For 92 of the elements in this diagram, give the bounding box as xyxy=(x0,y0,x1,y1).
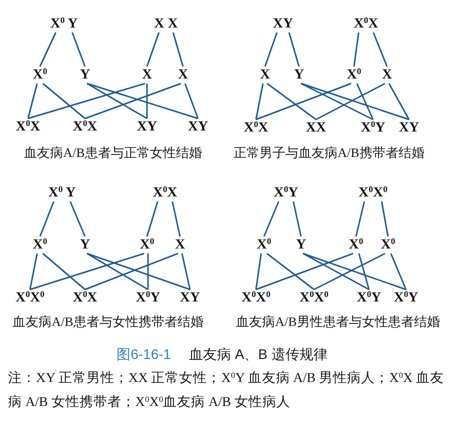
connector-line xyxy=(358,253,370,290)
connector-line xyxy=(288,32,300,67)
connector-line xyxy=(356,83,374,120)
genotype-label: X$^{0}$ xyxy=(140,236,154,254)
genotype-label: Y xyxy=(80,236,90,254)
connector-line xyxy=(300,82,374,120)
genotype-label: X$^{0}$X$^{0}$ xyxy=(358,184,388,202)
connector-line xyxy=(263,201,280,237)
genotype-label: X xyxy=(260,66,270,84)
genotype-label: XY xyxy=(188,118,208,136)
connector-line xyxy=(70,201,86,237)
connector-line xyxy=(184,83,199,119)
connector-line xyxy=(302,252,406,290)
connector-line xyxy=(355,201,366,237)
genotype-label: X$^{0}$Y xyxy=(394,290,418,306)
genotype-label: X$^{0}$Y xyxy=(356,290,382,306)
connector-line xyxy=(84,82,182,120)
connector-line xyxy=(302,252,370,290)
genotype-label: X$^{0}$Y xyxy=(274,184,298,202)
connector-line xyxy=(72,32,86,67)
connector-line xyxy=(39,32,56,67)
panel-caption: 正常男子与血友病A/B携带者结婚 xyxy=(234,144,424,162)
panel-caption: 血友病A/B男性患者与女性患者结婚 xyxy=(236,313,440,331)
genotype-label: XX xyxy=(306,120,326,136)
connector-line xyxy=(146,84,148,118)
genotype-label: XY xyxy=(136,118,158,136)
connector-line xyxy=(172,32,184,67)
connector-line xyxy=(147,254,149,290)
connector-line xyxy=(42,82,86,120)
connector-line xyxy=(266,252,314,290)
genotype-label: X X xyxy=(154,16,178,32)
genotype-label: XY xyxy=(398,120,420,136)
figure-caption: 图6-16-1 血友病 A、B 遗传规律 xyxy=(116,346,328,364)
genotype-label: X$^{0}$Y xyxy=(136,290,160,306)
connector-line xyxy=(390,253,407,290)
panel-caption: 血友病A/B患者与女性携带者结婚 xyxy=(12,313,204,331)
connector-line xyxy=(181,253,191,290)
connector-line xyxy=(372,32,388,67)
genotype-label: X xyxy=(178,66,188,84)
connector-line xyxy=(27,83,38,119)
genotype-label: Y xyxy=(294,66,304,84)
genotype-label: Y xyxy=(80,66,90,84)
genotype-label: X xyxy=(382,66,392,84)
genotype-label: X$^{0}$X xyxy=(16,118,40,136)
connector-line xyxy=(316,82,386,120)
genotype-label: X$^{0}$ xyxy=(348,236,364,254)
genotype-label: X$^{0}$X$^{0}$ xyxy=(16,290,44,306)
connector-line xyxy=(172,201,181,237)
genotype-label: X$^{0}$X xyxy=(72,290,98,306)
genotype-label: X$^{0}$X$^{0}$ xyxy=(242,290,270,306)
genotype-label: X$^{0}$ xyxy=(32,66,48,84)
genotype-label: X$^{0}$ xyxy=(380,236,396,254)
genotype-label: X$^{0}$X xyxy=(152,184,178,202)
genotype-label: X$^{0}$X xyxy=(72,118,98,136)
connector-line xyxy=(264,32,278,67)
genotype-label: XY xyxy=(272,16,294,32)
genotype-label: X$^{0}$Y xyxy=(360,120,386,136)
connector-line xyxy=(146,32,160,67)
connector-line xyxy=(29,253,38,290)
genotype-label: X$^{0}$X xyxy=(354,16,378,32)
connector-line xyxy=(292,201,302,237)
genotype-label: X$^{0}$ xyxy=(32,236,48,254)
genotype-label: X$^{0}$X xyxy=(244,120,268,136)
connector-line xyxy=(39,201,54,237)
connector-line xyxy=(256,82,352,120)
connector-line xyxy=(255,253,262,290)
genotype-label: XY xyxy=(180,290,200,306)
connector-line xyxy=(300,82,410,120)
connector-line xyxy=(255,83,264,120)
connector-line xyxy=(266,82,316,120)
genotype-label: X$^{0}$X$^{0}$ xyxy=(300,290,328,306)
connector-line xyxy=(353,32,360,67)
connector-line xyxy=(146,201,158,237)
panel-caption: 血友病A/B患者与正常女性结婚 xyxy=(24,144,202,162)
genotype-label: X$^{0}$ xyxy=(256,236,272,254)
connector-line xyxy=(28,82,146,120)
genotype-label: X$^{0}$ Y xyxy=(48,184,76,202)
connector-line xyxy=(314,252,386,290)
genotype-label: X$^{0}$ Y xyxy=(50,16,78,32)
connector-line xyxy=(86,252,148,290)
genotype-label: X xyxy=(142,66,152,84)
connector-line xyxy=(86,82,198,120)
connector-line xyxy=(256,252,354,290)
note-text: 注：XY 正常男性；XX 正常女性；X$^{0}$Y 血友病 A/B 男性病人；X$^{0}$X 血友病 A/B 女性携带者；X$^{0}$X$^{0}$血友病 A/B 女性病人 xyxy=(8,369,446,411)
connector-line xyxy=(86,82,148,120)
genotype-label: Y xyxy=(296,236,306,254)
connector-line xyxy=(388,83,410,120)
connector-line xyxy=(42,252,86,290)
connector-line xyxy=(380,201,389,237)
genotype-label: X$^{0}$ xyxy=(346,66,362,84)
connector-line xyxy=(30,252,144,290)
genotype-label: X xyxy=(174,236,186,254)
